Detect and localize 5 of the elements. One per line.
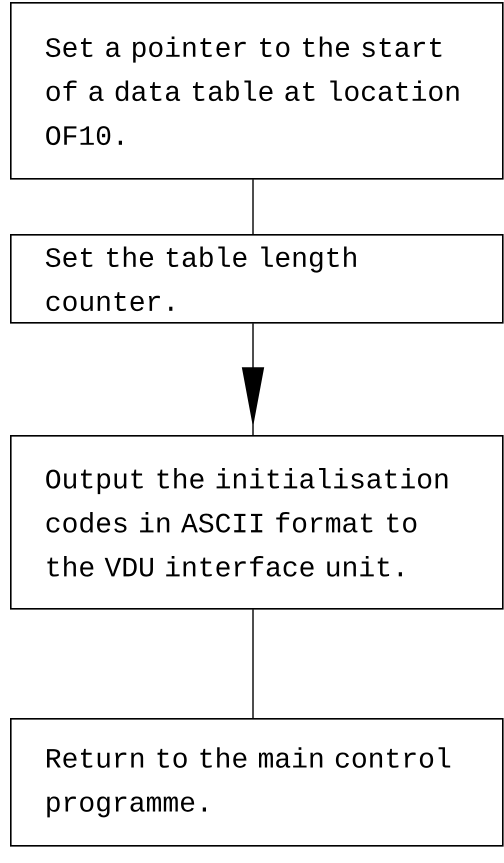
process-box: Output the initialisation codes in ASCII format to the VDU interface unit. [10,435,504,610]
process-box: Return to the main control programme. [10,718,504,847]
process-box: Set a pointer to the start of a data table at location OF10. [10,2,504,180]
process-box: Set the table length counter. [10,234,504,324]
arrow [242,324,264,435]
